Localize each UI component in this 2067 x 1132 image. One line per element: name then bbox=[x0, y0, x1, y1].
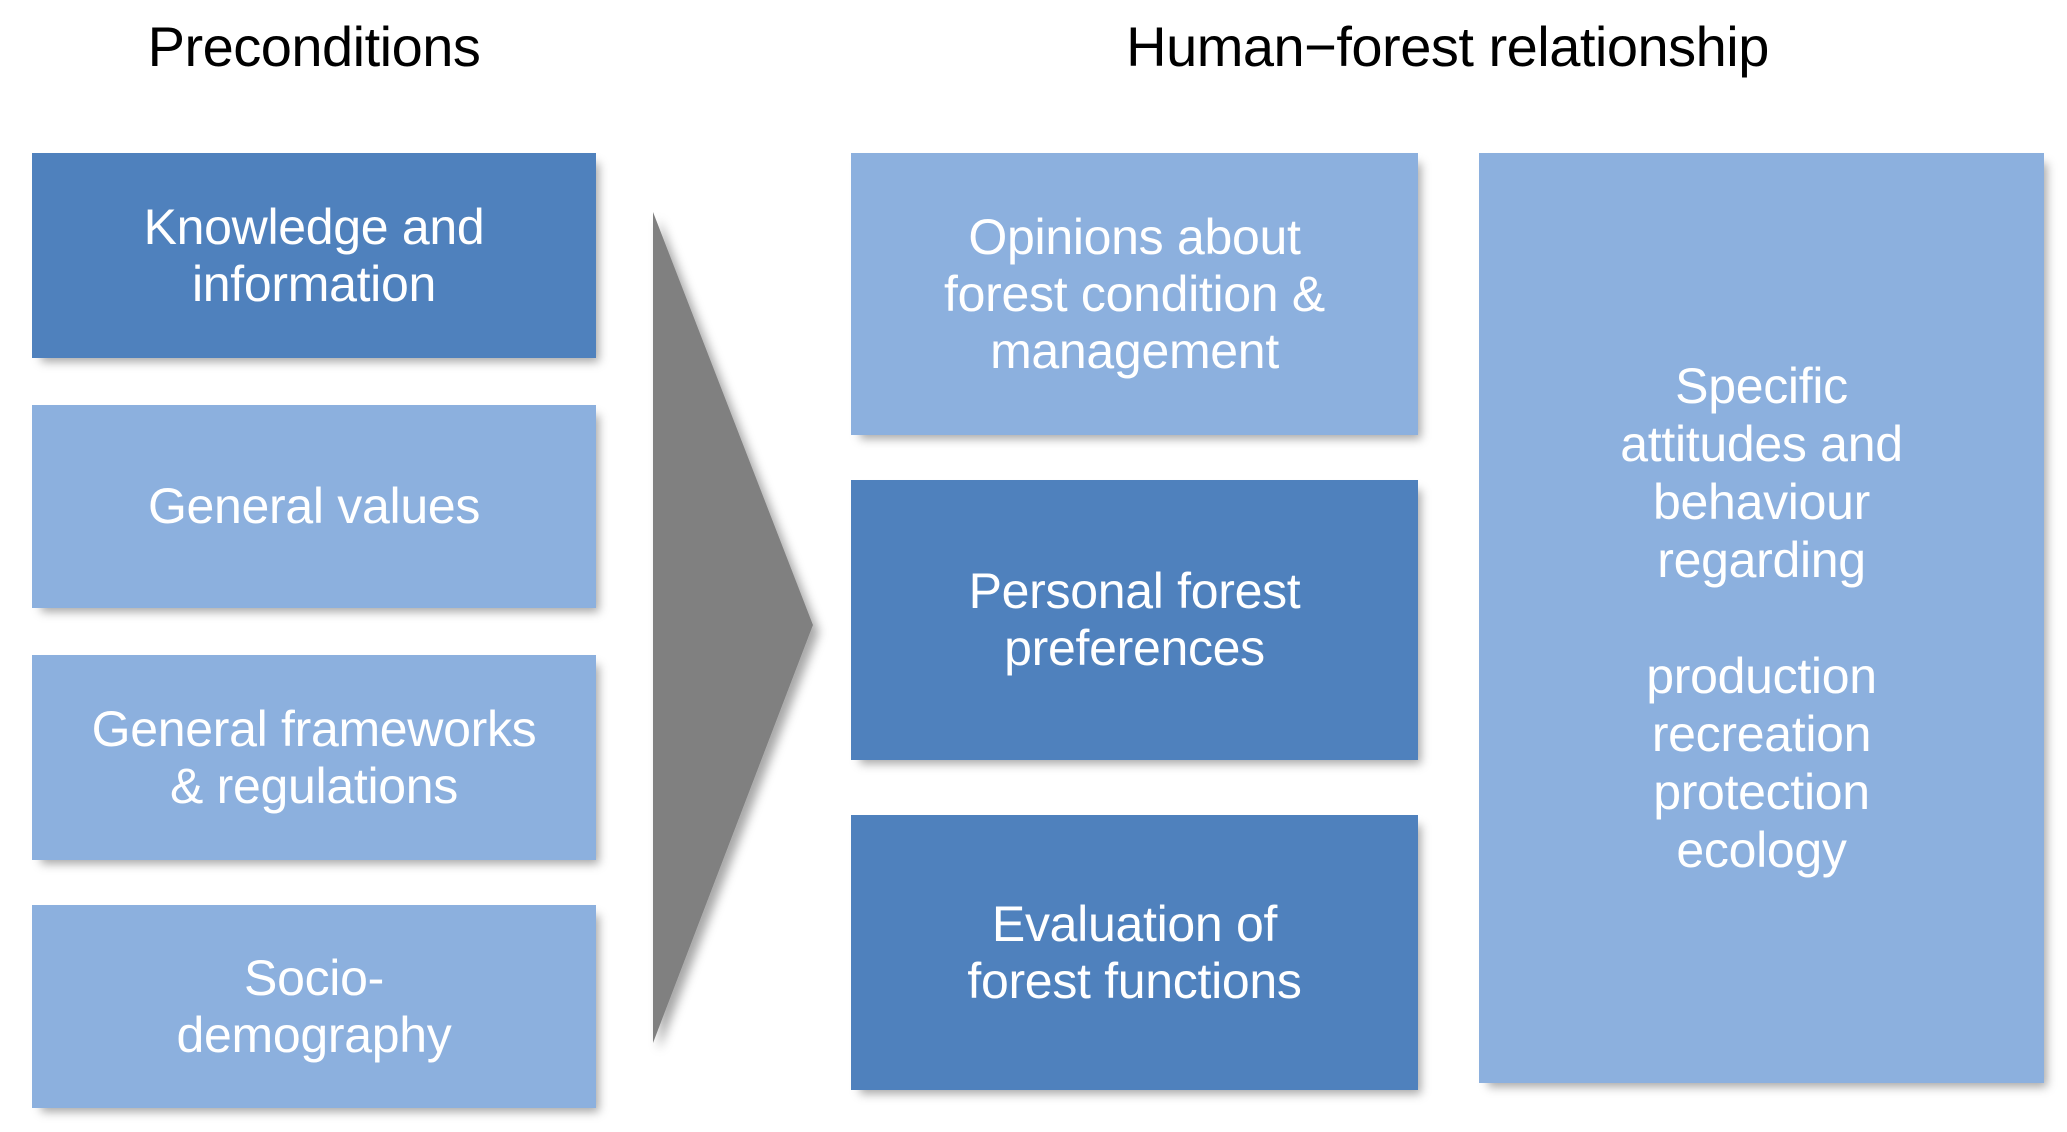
page-title-preconditions: Preconditions bbox=[147, 15, 481, 78]
relationship-box-specific-attitudes-and-behaviour-label: Specific attitudes and behaviour regardi… bbox=[1620, 358, 1903, 878]
relationship-box-specific-attitudes-and-behaviour: Specific attitudes and behaviour regardi… bbox=[1479, 153, 2044, 1083]
relationship-box-opinions-label: Opinions about forest condition & manage… bbox=[944, 208, 1325, 379]
right-arrow-icon bbox=[640, 200, 830, 1060]
precondition-box-knowledge-and-information-label: Knowledge and information bbox=[143, 198, 485, 312]
precondition-box-general-values: General values bbox=[32, 405, 596, 608]
relationship-box-opinions-about-forest-condition-and-management: Opinions about forest condition & manage… bbox=[851, 153, 1418, 435]
precondition-box-general-frameworks-and-regulations: General frameworks & regulations bbox=[32, 655, 596, 860]
relationship-box-evaluation-of-forest-functions: Evaluation of forest functions bbox=[851, 815, 1418, 1090]
precondition-box-general-frameworks-and-regulations-label: General frameworks & regulations bbox=[91, 700, 537, 814]
right-arrow-icon-svg bbox=[653, 212, 813, 1043]
relationship-box-personal-forest-preferences: Personal forest preferences bbox=[851, 480, 1418, 760]
right-arrow-icon-shape bbox=[653, 212, 813, 1043]
page-title-human-forest-relationship: Human−forest relationship bbox=[1126, 15, 1769, 78]
precondition-box-general-values-label: General values bbox=[147, 478, 481, 534]
precondition-box-knowledge-and-information: Knowledge and information bbox=[32, 153, 596, 358]
precondition-box-socio-demography: Socio- demography bbox=[32, 905, 596, 1108]
relationship-box-evaluation-of-forest-functions-label: Evaluation of forest functions bbox=[967, 895, 1302, 1009]
relationship-box-personal-forest-preferences-label: Personal forest preferences bbox=[968, 563, 1301, 676]
precondition-box-socio-demography-label: Socio- demography bbox=[176, 949, 452, 1063]
